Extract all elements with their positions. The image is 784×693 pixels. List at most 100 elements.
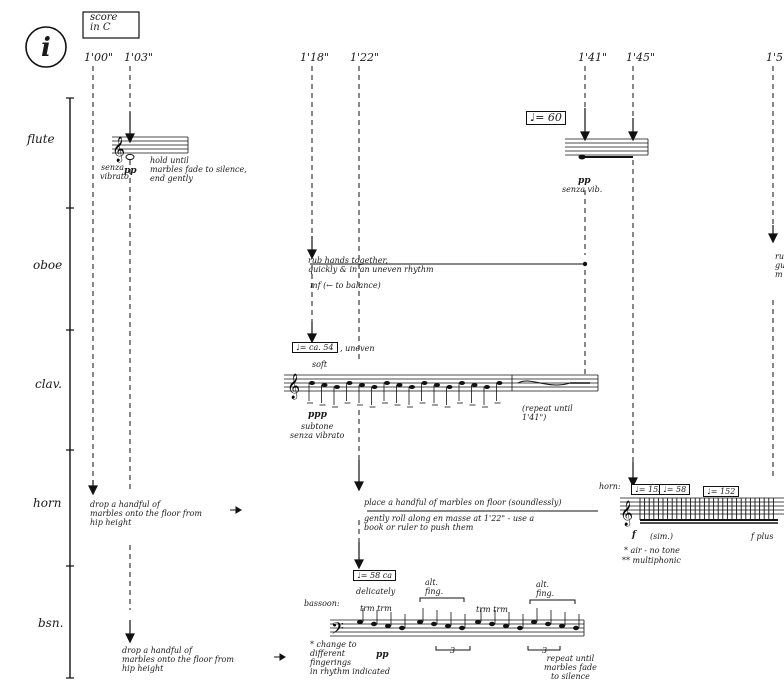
- score-note: score in C: [90, 12, 118, 33]
- bsn-note: [399, 625, 405, 631]
- clav-staff: [284, 374, 599, 392]
- horn-label: horn:: [599, 482, 621, 491]
- bsn-alt-fing-1: alt. fing.: [425, 578, 444, 596]
- horn-dynamic-f: f: [632, 530, 636, 540]
- timing-label: 1'45": [626, 51, 656, 64]
- clav-dynamic: ppp: [308, 410, 327, 420]
- score-note-box: [82, 11, 140, 39]
- clav-note: [496, 381, 503, 385]
- bsn-note: [545, 621, 551, 627]
- clav-treble-clef: 𝄞: [287, 373, 300, 399]
- oboe-rub-note: rub hands together, quickly & in an unev…: [308, 256, 434, 274]
- bsn-triplet-2: 3: [542, 646, 548, 655]
- bsn-note: [573, 625, 579, 631]
- section-circle: [25, 26, 67, 68]
- horn-dynamic-fplus: f plus: [751, 532, 774, 541]
- flute-tempo: ♩= 60: [526, 111, 566, 125]
- clav-note: [421, 381, 428, 385]
- instrument-label-clav: clav.: [35, 377, 62, 391]
- bsn-note: [503, 623, 509, 629]
- horn-drop-note: drop a handful of marbles onto the floor…: [90, 500, 202, 527]
- clav-note: [334, 385, 340, 389]
- flute-staff-left: [112, 136, 189, 154]
- horn-place-note: place a handful of marbles on floor (sou…: [364, 498, 562, 507]
- bsn-alt-fing-2: alt. fing.: [536, 580, 555, 598]
- bsn-trill-1: trm trm: [360, 604, 392, 613]
- bsn-note: [445, 623, 451, 629]
- oboe-mf-note: mf (← to balance): [310, 281, 381, 290]
- clav-note: [471, 383, 478, 387]
- instrument-label-oboe: oboe: [33, 258, 63, 272]
- flute-treble-clef: 𝄞: [112, 136, 125, 162]
- section-symbol: i: [41, 33, 51, 63]
- alt-fing-bracket-2: [529, 599, 576, 604]
- horn-roll-note: gently roll along en masse at 1'22" - us…: [364, 514, 535, 532]
- timing-label: 1'5: [766, 51, 784, 64]
- bsn-notes: [357, 608, 580, 631]
- clav-notes: [307, 381, 503, 408]
- bsn-note: [357, 619, 363, 625]
- flute-dynamic-pp: pp: [124, 166, 137, 176]
- clav-soft: soft: [312, 360, 328, 369]
- clav-note: [434, 383, 440, 387]
- bsn-note: [459, 625, 465, 631]
- continuation-arrows: [230, 506, 286, 661]
- horn-tempo-2: ♩= 58: [659, 484, 691, 495]
- clav-note: [459, 381, 465, 385]
- clav-note: [359, 383, 365, 387]
- alt-fing-bracket-1: [419, 597, 465, 602]
- instrument-label-bsn: bsn.: [38, 616, 64, 630]
- triplet-bracket-2: [527, 646, 561, 651]
- clav-note: [371, 385, 378, 389]
- bsn-tempo: ♩= 58 ca: [353, 570, 396, 581]
- bsn-note: [385, 623, 391, 629]
- flute-vibrato: vibrato: [100, 172, 129, 181]
- instrument-label-horn: horn: [33, 496, 62, 510]
- oboe-end-dot: [582, 261, 588, 267]
- flute-note-right: [578, 154, 586, 160]
- timing-label: 1'18": [300, 51, 330, 64]
- flute-dynamic-pp-2: pp: [578, 176, 591, 186]
- clav-note: [484, 385, 490, 389]
- bsn-trill-2: trm trm: [476, 605, 508, 614]
- horn-notes: [639, 498, 778, 524]
- oboe-cut-text: ru gu m: [775, 252, 784, 279]
- timing-label: 1'22": [350, 51, 380, 64]
- clav-note: [396, 383, 403, 387]
- bsn-repeat-note: repeat until marbles fade to silence: [544, 654, 597, 681]
- clav-note: [384, 381, 390, 385]
- bsn-label: bassoon:: [304, 599, 340, 608]
- bsn-note: [475, 619, 481, 625]
- bsn-bass-clef: 𝄢: [331, 618, 344, 642]
- flute-staff-right: [565, 138, 649, 156]
- timing-label: 1'03": [124, 51, 154, 64]
- clav-note: [346, 381, 353, 385]
- bsn-note: [489, 621, 495, 627]
- triplet-bracket-1: [435, 646, 471, 651]
- horn-tempo-3: ♩= 152: [703, 486, 740, 497]
- bsn-change-note: * change to different fingerings in rhyt…: [310, 640, 390, 676]
- bsn-delicately: delicately: [356, 587, 396, 596]
- flute-hold-note: hold until marbles fade to silence, end …: [150, 156, 247, 183]
- bsn-drop-note: drop a handful of marbles onto the floor…: [122, 646, 234, 673]
- bsn-triplet-1: 3: [450, 646, 456, 655]
- bsn-note: [417, 619, 423, 625]
- flute-senza-vib: senza vib.: [562, 185, 603, 194]
- clav-repeat-note: (repeat until 1'41"): [522, 404, 573, 422]
- instrument-label-flute: flute: [27, 132, 55, 146]
- clav-note: [446, 385, 453, 389]
- entry-arrows: [88, 108, 778, 644]
- clav-tempo-extra: , uneven: [340, 344, 375, 353]
- horn-footnote-2: ** multiphonic: [622, 556, 681, 565]
- bsn-note: [431, 621, 437, 627]
- bsn-note: [559, 623, 565, 629]
- timing-label: 1'00": [84, 51, 114, 64]
- horn-staff: [620, 497, 784, 515]
- horn-dynamic-sim: (sim.): [650, 532, 674, 541]
- bsn-note: [517, 625, 523, 631]
- bsn-note: [371, 621, 377, 627]
- flute-note-left: [125, 153, 135, 161]
- bracket-ticks: [66, 97, 74, 679]
- timing-label: 1'41": [578, 51, 608, 64]
